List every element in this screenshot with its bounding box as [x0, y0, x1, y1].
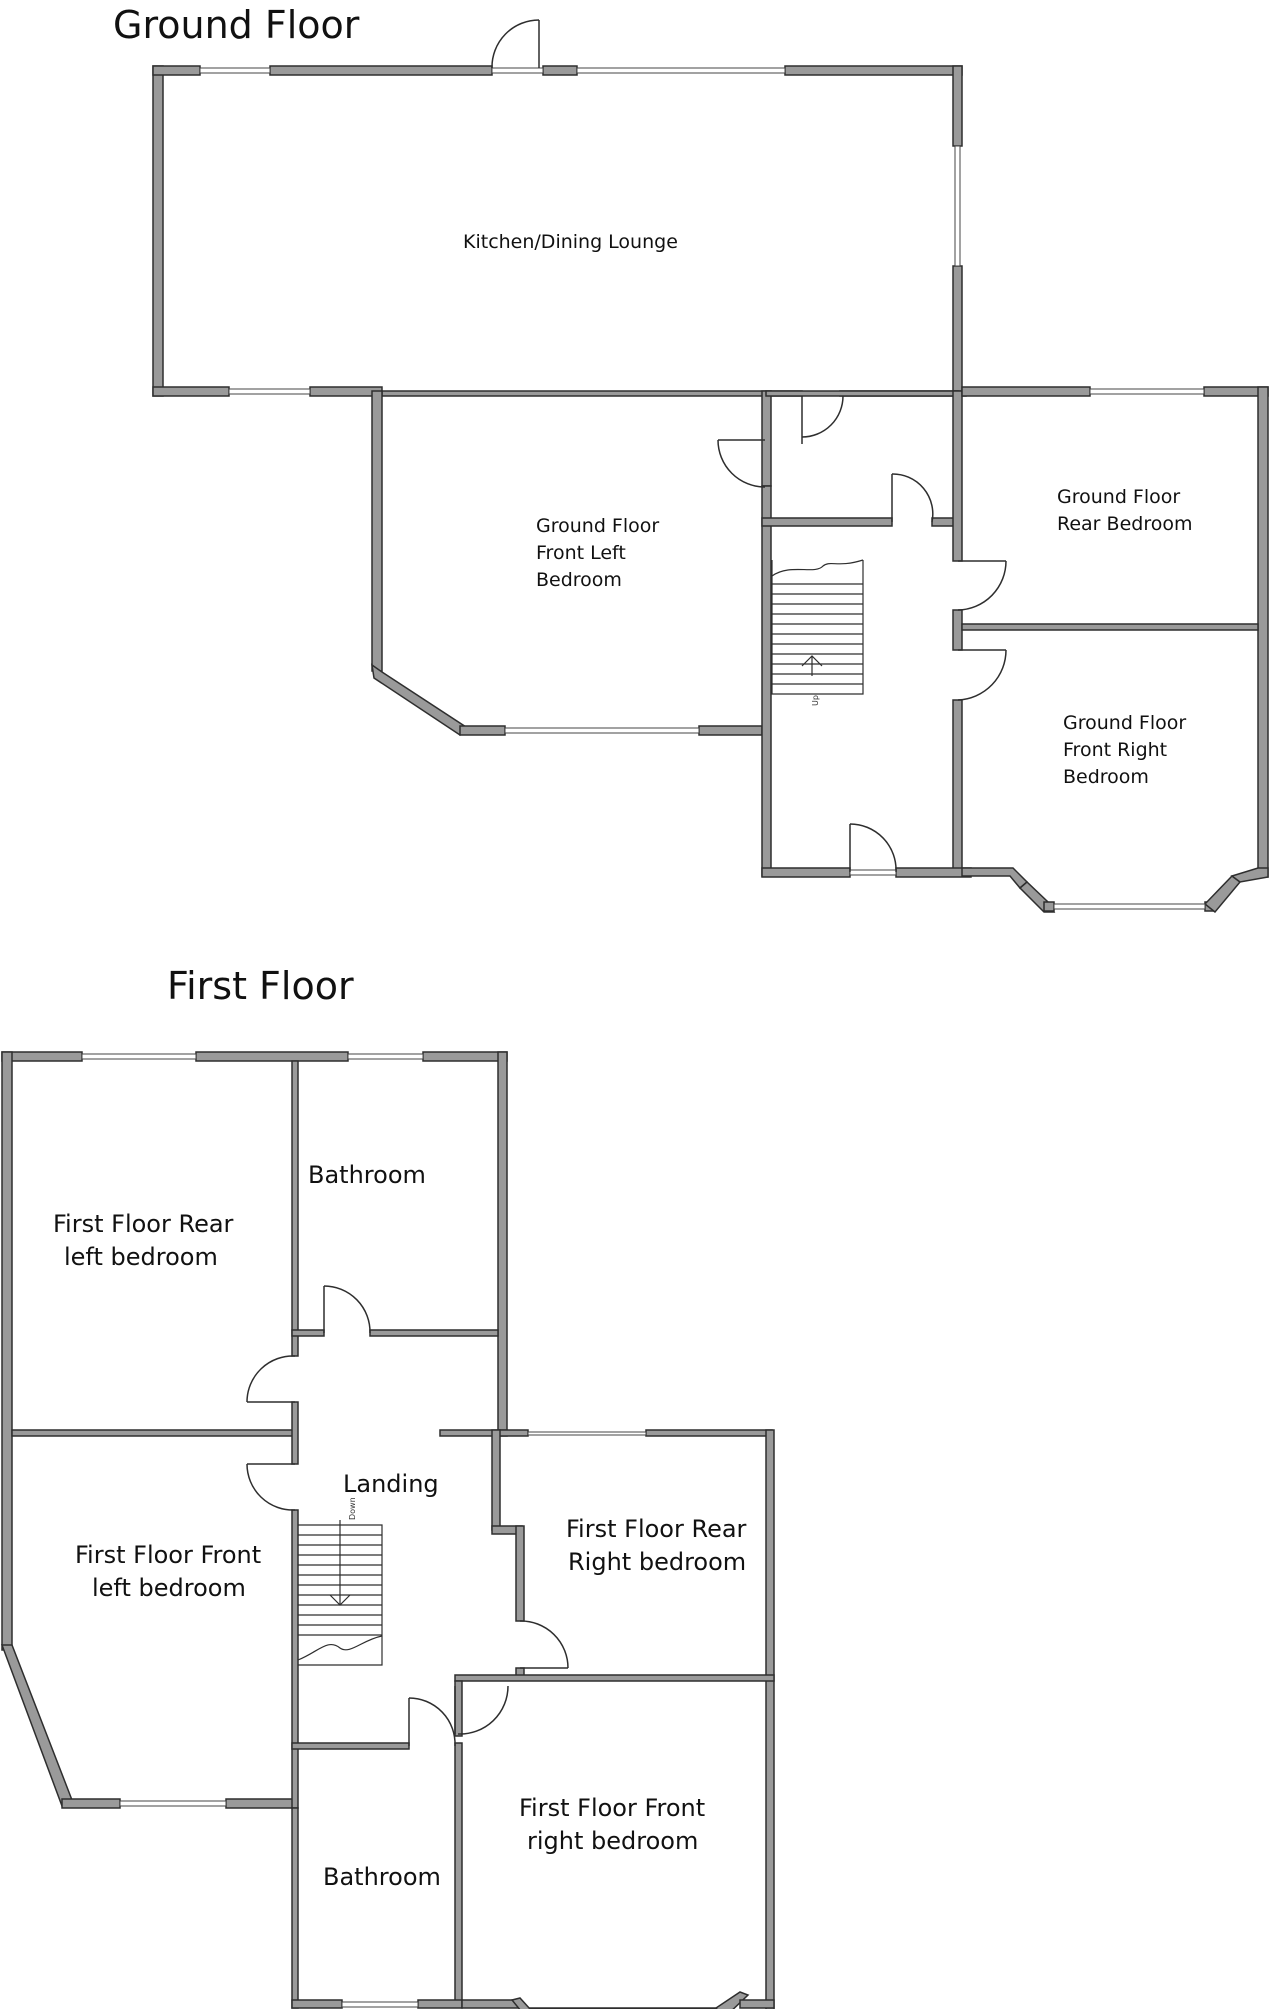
- ground-floor-plan: Ground Floor: [113, 3, 1269, 914]
- front-left-bedroom-label-3: Bedroom: [536, 569, 622, 591]
- first-stair-label: Down: [348, 1497, 357, 1520]
- kitchen-label: Kitchen/Dining Lounge: [463, 231, 678, 253]
- front-left-bedroom-label-2: left bedroom: [92, 1574, 246, 1602]
- first-floor-title: First Floor: [167, 964, 354, 1008]
- front-left-bedroom-label-1: Ground Floor: [536, 515, 659, 537]
- front-left-bedroom-door: [717, 439, 766, 488]
- front-left-bedroom-walls: [370, 390, 772, 877]
- rear-bedroom-label-2: Rear Bedroom: [1057, 513, 1192, 535]
- kitchen-rear-door: [491, 19, 544, 74]
- front-left-bedroom-label-1: First Floor Front: [75, 1541, 261, 1569]
- rear-bedroom-label-1: Ground Floor: [1057, 486, 1180, 508]
- first-stairs: [297, 1520, 383, 1666]
- ground-stair-label: Up: [811, 695, 820, 706]
- front-left-bedroom-label-2: Front Left: [536, 542, 626, 564]
- first-floor-doors: [246, 1285, 569, 1747]
- front-right-bedroom-label-1: Ground Floor: [1063, 712, 1186, 734]
- front-right-bedroom-label-2: right bedroom: [527, 1827, 698, 1855]
- rear-right-bedroom-label-2: Right bedroom: [568, 1548, 746, 1576]
- rear-right-bedroom-label-1: First Floor Rear: [566, 1515, 747, 1543]
- front-right-bedroom-label-2: Front Right: [1063, 739, 1167, 761]
- right-rooms-walls: [961, 386, 1269, 914]
- hall-doors: [801, 395, 1007, 876]
- right-rooms-windows: [1053, 388, 1206, 910]
- front-right-bedroom-label-3: Bedroom: [1063, 766, 1149, 788]
- landing-label: Landing: [343, 1470, 439, 1498]
- first-floor-walls: [0, 1051, 775, 2009]
- ground-stairs: [771, 559, 864, 695]
- rear-left-bedroom-label-1: First Floor Rear: [53, 1210, 234, 1238]
- bottom-bathroom-label: Bathroom: [323, 1863, 441, 1891]
- rear-left-bedroom-label-2: left bedroom: [64, 1243, 218, 1271]
- ground-floor-title: Ground Floor: [113, 3, 360, 47]
- front-left-bedroom-window: [504, 727, 700, 734]
- top-bathroom-label: Bathroom: [308, 1161, 426, 1189]
- first-floor-windows: [81, 1053, 647, 2008]
- first-floor-plan: First Floor: [0, 964, 775, 2009]
- front-right-bedroom-label-1: First Floor Front: [519, 1794, 705, 1822]
